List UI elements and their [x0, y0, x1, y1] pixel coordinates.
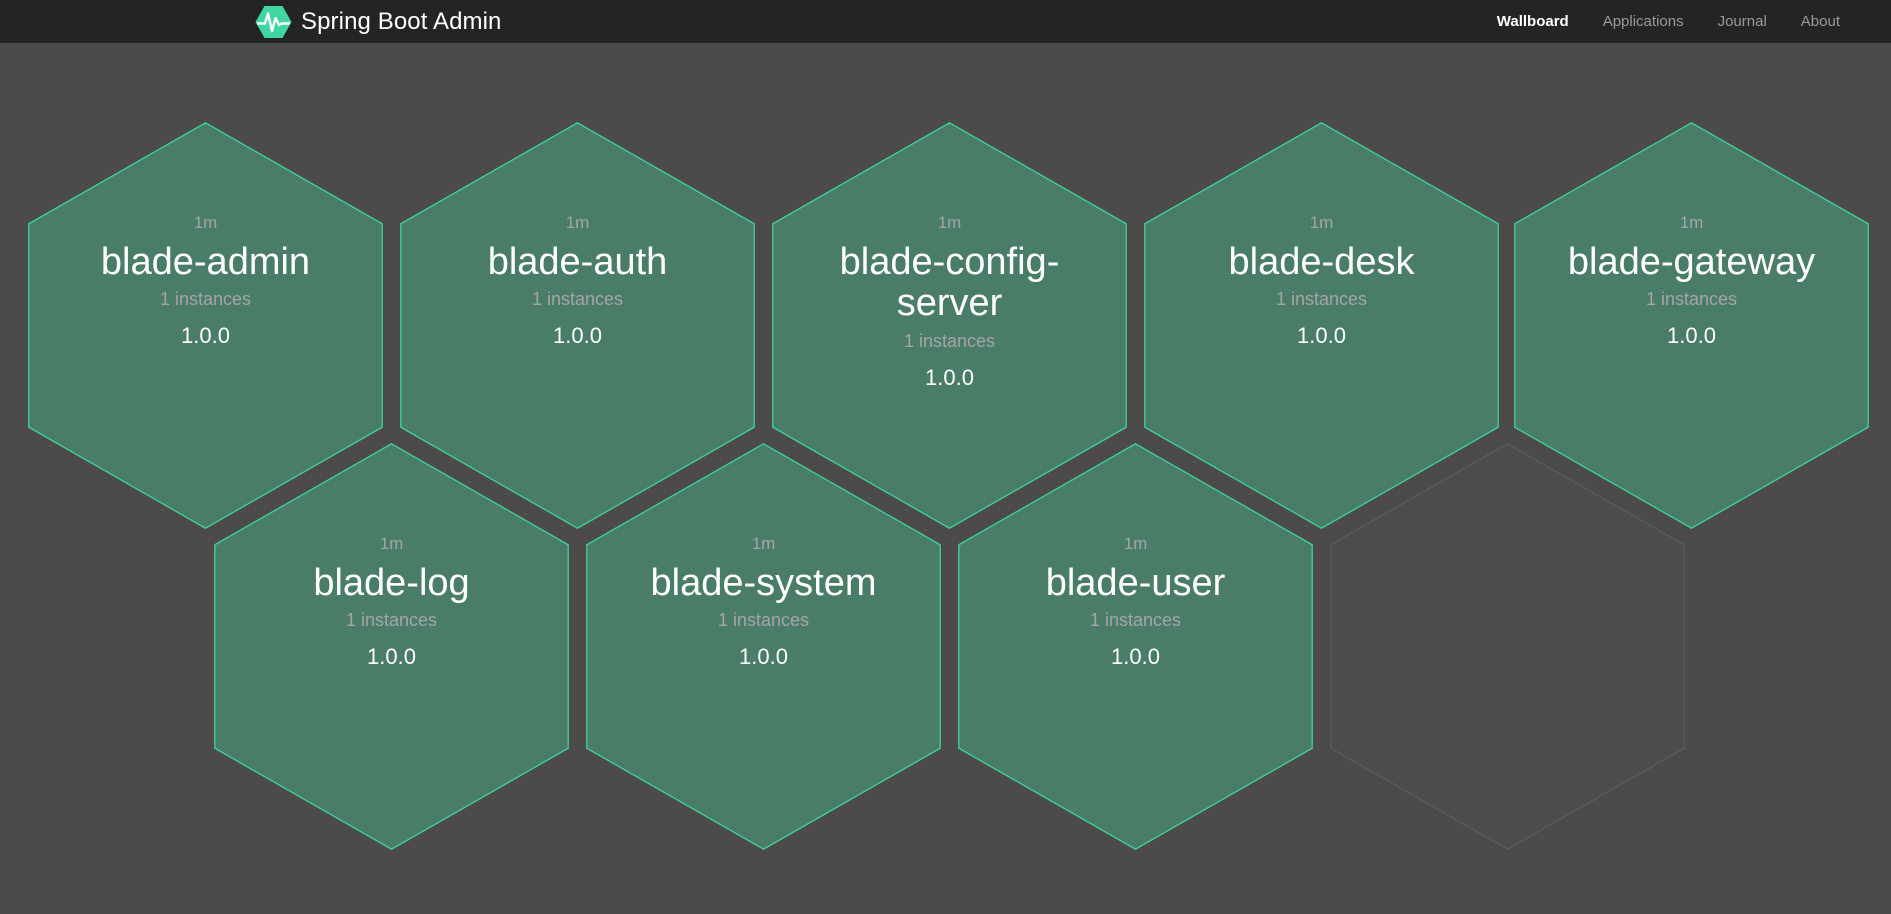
hexagon-outline — [1514, 122, 1869, 529]
brand-title: Spring Boot Admin — [301, 7, 502, 35]
top-navbar: Spring Boot Admin Wallboard Applications… — [0, 0, 1891, 43]
hexagon-shape — [1514, 122, 1869, 529]
wallboard-empty-hexagon — [1330, 443, 1685, 850]
brand-link[interactable]: Spring Boot Admin — [255, 5, 502, 39]
nav-links: Wallboard Applications Journal About — [1480, 0, 1857, 43]
hexagon-shape — [586, 443, 941, 850]
hexagon-shape — [28, 122, 383, 529]
heartbeat-hexagon-icon — [255, 5, 292, 39]
hexagon-outline — [214, 443, 569, 850]
hexagon-shape — [400, 122, 755, 529]
nav-link-wallboard[interactable]: Wallboard — [1496, 13, 1569, 30]
hexagon-shape — [1144, 122, 1499, 529]
hexagon-outline — [586, 443, 941, 850]
hexagon-outline — [772, 122, 1127, 529]
hexagon-outline — [28, 122, 383, 529]
hexagon-outline — [958, 443, 1313, 850]
nav-link-applications[interactable]: Applications — [1602, 13, 1684, 30]
hexagon-outline — [400, 122, 755, 529]
hexagon-shape — [214, 443, 569, 850]
nav-link-journal[interactable]: Journal — [1717, 13, 1767, 30]
nav-link-about[interactable]: About — [1800, 13, 1840, 30]
hexagon-outline — [1144, 122, 1499, 529]
hexagon-shape — [958, 443, 1313, 850]
hexagon-shape — [772, 122, 1127, 529]
hexagon-outline — [1330, 443, 1685, 850]
hexagon-shape — [1330, 443, 1685, 850]
